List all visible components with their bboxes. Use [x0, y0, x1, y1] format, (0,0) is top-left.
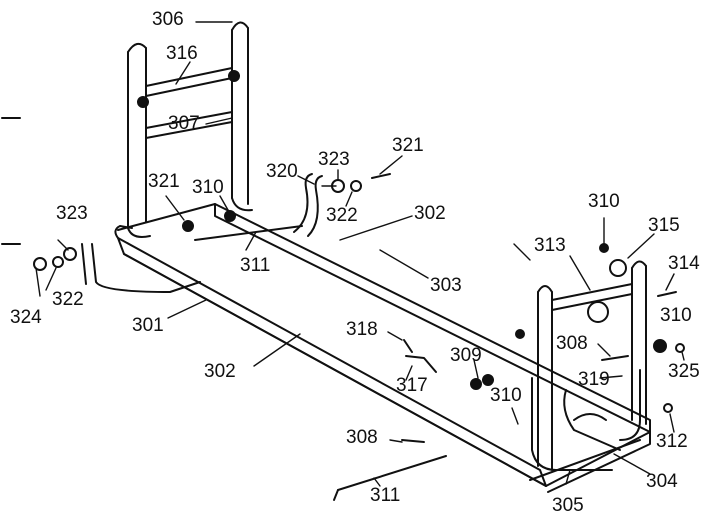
- nut-310-top: [599, 243, 609, 253]
- nut-309b: [482, 374, 494, 386]
- bolt-314: [657, 291, 677, 297]
- callout-307: 307: [168, 113, 200, 134]
- callout-325: 325: [668, 361, 700, 382]
- callout-310: 310: [660, 305, 692, 326]
- leg-support-305: [531, 377, 613, 471]
- callout-308: 308: [556, 333, 588, 354]
- screw-312: [663, 403, 673, 413]
- callout-306: 306: [152, 9, 184, 30]
- right-upright-frame: [537, 260, 647, 471]
- leg-support-304: [563, 389, 621, 451]
- bolt-hole: [228, 70, 240, 82]
- callout-318: 318: [346, 319, 378, 340]
- callout-303: 303: [430, 275, 462, 296]
- callout-322: 322: [52, 289, 84, 310]
- bolt-308: [401, 439, 425, 443]
- callout-322: 322: [326, 205, 358, 226]
- bolt-hole: [137, 96, 149, 108]
- callout-321: 321: [392, 135, 424, 156]
- callout-320: 320: [266, 161, 298, 182]
- nut-309a: [470, 378, 482, 390]
- callout-310: 310: [192, 177, 224, 198]
- callout-302: 302: [204, 361, 236, 382]
- callout-314: 314: [668, 253, 700, 274]
- callout-310: 310: [588, 191, 620, 212]
- callout-316: 316: [166, 43, 198, 64]
- callout-323: 323: [318, 149, 350, 170]
- screw-321-right: [371, 173, 391, 179]
- callout-305: 305: [552, 495, 584, 516]
- callout-302: 302: [414, 203, 446, 224]
- knob-315: [609, 259, 627, 277]
- washer-322-left: [52, 256, 64, 268]
- leg-curve: [573, 413, 607, 421]
- pin-318: [403, 339, 413, 353]
- side-bracket-plate: [81, 243, 87, 285]
- callout-309: 309: [450, 345, 482, 366]
- callout-310: 310: [490, 385, 522, 406]
- side-bracket-324: [91, 243, 201, 293]
- seat-bracket: [307, 175, 323, 237]
- nut-310-right: [653, 339, 667, 353]
- callout-317: 317: [396, 375, 428, 396]
- callout-319: 319: [578, 369, 610, 390]
- callout-308: 308: [346, 427, 378, 448]
- callout-321: 321: [148, 171, 180, 192]
- pin-311: [194, 225, 303, 241]
- bolt-308-right: [601, 355, 629, 361]
- knob-315-body: [587, 301, 609, 323]
- left-upright-frame: [127, 21, 253, 238]
- callout-324: 324: [10, 307, 42, 328]
- callout-323: 323: [56, 203, 88, 224]
- callout-311: 311: [370, 485, 401, 506]
- base-cross-member-left: [117, 203, 216, 231]
- callout-304: 304: [646, 471, 678, 492]
- leg-support-rear: [619, 369, 641, 441]
- washer-325: [675, 343, 685, 353]
- callout-312: 312: [656, 431, 688, 452]
- pin-311-end: [333, 489, 339, 501]
- bolt-303-end: [515, 329, 525, 339]
- pin-311-loose: [337, 455, 447, 491]
- nut-310: [224, 210, 236, 222]
- callout-313: 313: [534, 235, 566, 256]
- base-rear-rail: [214, 203, 651, 433]
- seat-bracket-inner: [293, 173, 313, 233]
- clip-317: [405, 355, 437, 373]
- washer-322: [350, 180, 362, 192]
- callout-301: 301: [132, 315, 164, 336]
- callout-311: 311: [240, 255, 271, 276]
- base-cross-member-right: [545, 431, 651, 493]
- screw-321: [182, 220, 194, 232]
- knob-324: [33, 257, 47, 271]
- leader-lines: [35, 21, 685, 487]
- base-inner-bar: [529, 439, 641, 481]
- washer-323-left: [63, 247, 77, 261]
- callout-315: 315: [648, 215, 680, 236]
